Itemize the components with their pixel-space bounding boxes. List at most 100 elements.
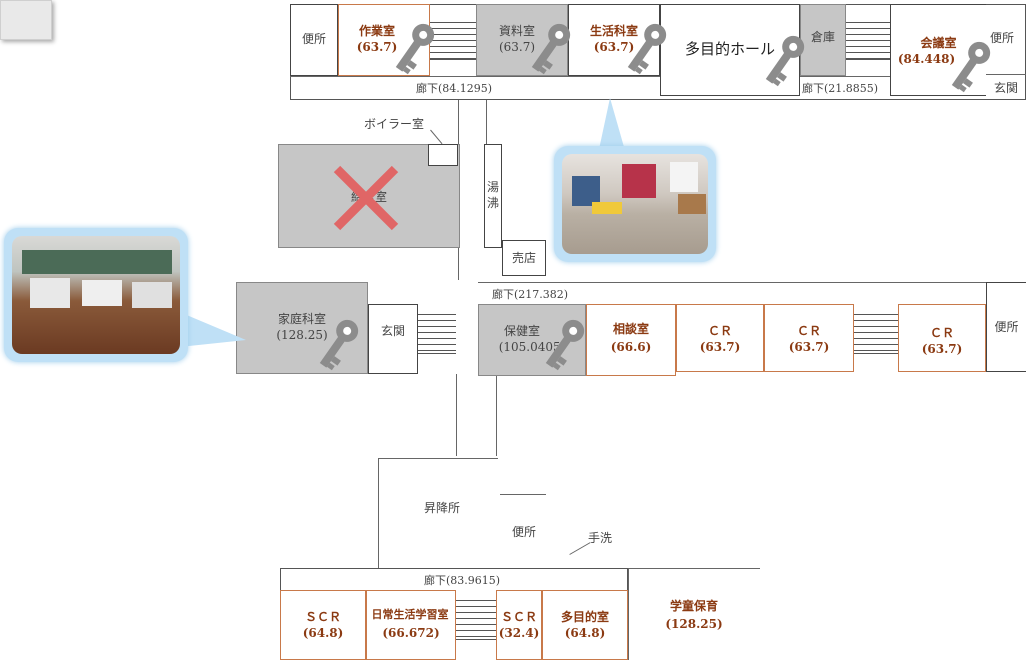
room-sodan: 相談室 (66.6): [586, 304, 676, 376]
room-name: 会議室: [920, 36, 957, 50]
corridor-line-top: [290, 76, 660, 77]
room-shokojo: 昇降所: [424, 501, 461, 515]
room-label: 便所: [301, 32, 326, 46]
room-label: 売店: [511, 251, 536, 265]
room-label: 便所: [994, 320, 1019, 334]
photo-callout-living-room[interactable]: [554, 146, 716, 262]
room-name: ＣＲ: [796, 324, 821, 338]
leader-line: [430, 129, 443, 145]
room-name: 資料室: [498, 24, 535, 38]
top-left-panel: [0, 0, 52, 40]
stairs-top-2: [846, 22, 890, 60]
corridor-label-mid: 廊下(217.382): [492, 288, 569, 301]
photo-living-room: [562, 154, 708, 254]
corridor-line-mid: [478, 282, 854, 283]
room-genkan-mid: 玄関: [368, 304, 418, 374]
room-area: (32.4): [498, 626, 540, 640]
photo-cooking-room: [12, 236, 180, 354]
room-name: 生活科室: [589, 24, 638, 38]
wall-vertical: [496, 376, 497, 456]
room-name: ＣＲ: [707, 324, 732, 338]
corridor-line-top-right: [800, 76, 890, 77]
stairs-top-1: [430, 22, 476, 60]
room-name: 多目的室: [560, 610, 609, 624]
divider: [986, 74, 1026, 75]
room-name: 相談室: [612, 322, 649, 336]
room-area: (63.7): [921, 342, 963, 356]
room-name: 日常生活学習室: [371, 608, 449, 621]
room-toilet-top-left: 便所: [290, 4, 338, 76]
room-area: (64.8): [564, 626, 606, 640]
room-cr-1: ＣＲ (63.7): [676, 304, 764, 372]
boiler-room-box: [428, 144, 458, 166]
wall-line: [628, 568, 760, 569]
room-label: 湯 沸: [486, 180, 499, 210]
wall-line: [854, 282, 986, 283]
room-scr-1: ＳＣＲ (64.8): [280, 590, 366, 660]
room-area: (66.6): [610, 340, 652, 354]
corridor-label-top: 廊下(84.1295): [416, 82, 493, 95]
room-gakudo: 学童保育 (128.25): [628, 590, 760, 660]
room-cr-3: ＣＲ (63.7): [898, 304, 986, 372]
room-name: 多目的ホール: [684, 40, 775, 58]
stairs-mid-right: [854, 314, 898, 354]
room-name: ＳＣＲ: [500, 610, 537, 624]
room-nichijo: 日常生活学習室 (66.672): [366, 590, 456, 660]
leader-line: [569, 542, 591, 555]
wall-vertical: [486, 100, 487, 145]
room-name: ＣＲ: [929, 326, 954, 340]
key-icon[interactable]: [538, 314, 590, 374]
room-area: (128.25): [665, 617, 723, 631]
room-area: (63.7): [593, 40, 635, 54]
room-cr-2: ＣＲ (63.7): [764, 304, 854, 372]
room-area: (63.7): [356, 40, 398, 54]
room-tamokuteki: 多目的室 (64.8): [542, 590, 628, 660]
corridor-bottom: [280, 568, 628, 590]
room-tearai: 手洗: [588, 531, 613, 545]
stairs-mid-left: [418, 314, 456, 354]
room-baiten: 売店: [502, 240, 546, 276]
room-area: (63.7): [699, 340, 741, 354]
corridor-label-top-right: 廊下(21.8855): [802, 82, 879, 95]
wall-line: [500, 494, 546, 495]
corridor-label-bottom: 廊下(83.9615): [424, 574, 501, 587]
callout-pointer-left: [170, 308, 246, 348]
key-icon[interactable]: [312, 314, 364, 374]
room-area: (64.8): [302, 626, 344, 640]
stairs-bottom: [456, 600, 496, 640]
wall-vertical: [378, 458, 379, 568]
key-icon[interactable]: [388, 18, 440, 78]
wall-vertical: [628, 568, 629, 660]
room-name: 学童保育: [669, 599, 718, 613]
key-icon[interactable]: [944, 36, 996, 96]
room-name: 作業室: [358, 24, 395, 38]
room-label: 玄関: [380, 324, 405, 338]
room-label: 倉庫: [810, 30, 835, 44]
room-toilet-bottom: 便所: [512, 525, 537, 539]
room-area: (84.448): [897, 52, 956, 66]
cross-mark-icon: [333, 165, 399, 231]
room-toilet-top-right: 便所: [990, 31, 1015, 45]
room-genkan-top-right: 玄関: [994, 81, 1019, 95]
room-area: (105.0405): [498, 340, 566, 354]
key-icon[interactable]: [758, 30, 810, 90]
room-area: (63.7): [498, 40, 536, 54]
room-area: (66.672): [382, 626, 440, 640]
wall-line: [378, 458, 498, 459]
room-area: (128.25): [276, 328, 328, 342]
photo-callout-cooking-room[interactable]: [4, 228, 188, 362]
room-yuwakashi: 湯 沸: [484, 144, 502, 248]
room-shiryo: 資料室 (63.7): [476, 4, 568, 76]
room-scr-2: ＳＣＲ (32.4): [496, 590, 542, 660]
key-icon[interactable]: [524, 18, 576, 78]
wall-vertical: [456, 374, 457, 456]
callout-pointer-right: [598, 98, 626, 154]
room-name: ＳＣＲ: [304, 610, 341, 624]
room-boiler: ボイラー室: [364, 117, 425, 131]
room-area: (63.7): [788, 340, 830, 354]
room-toilet-mid-right: 便所: [986, 282, 1026, 372]
room-name: 家庭科室: [277, 312, 326, 326]
room-souko: 倉庫: [800, 4, 846, 76]
key-icon[interactable]: [620, 18, 672, 78]
room-name: 保健室: [503, 324, 540, 338]
